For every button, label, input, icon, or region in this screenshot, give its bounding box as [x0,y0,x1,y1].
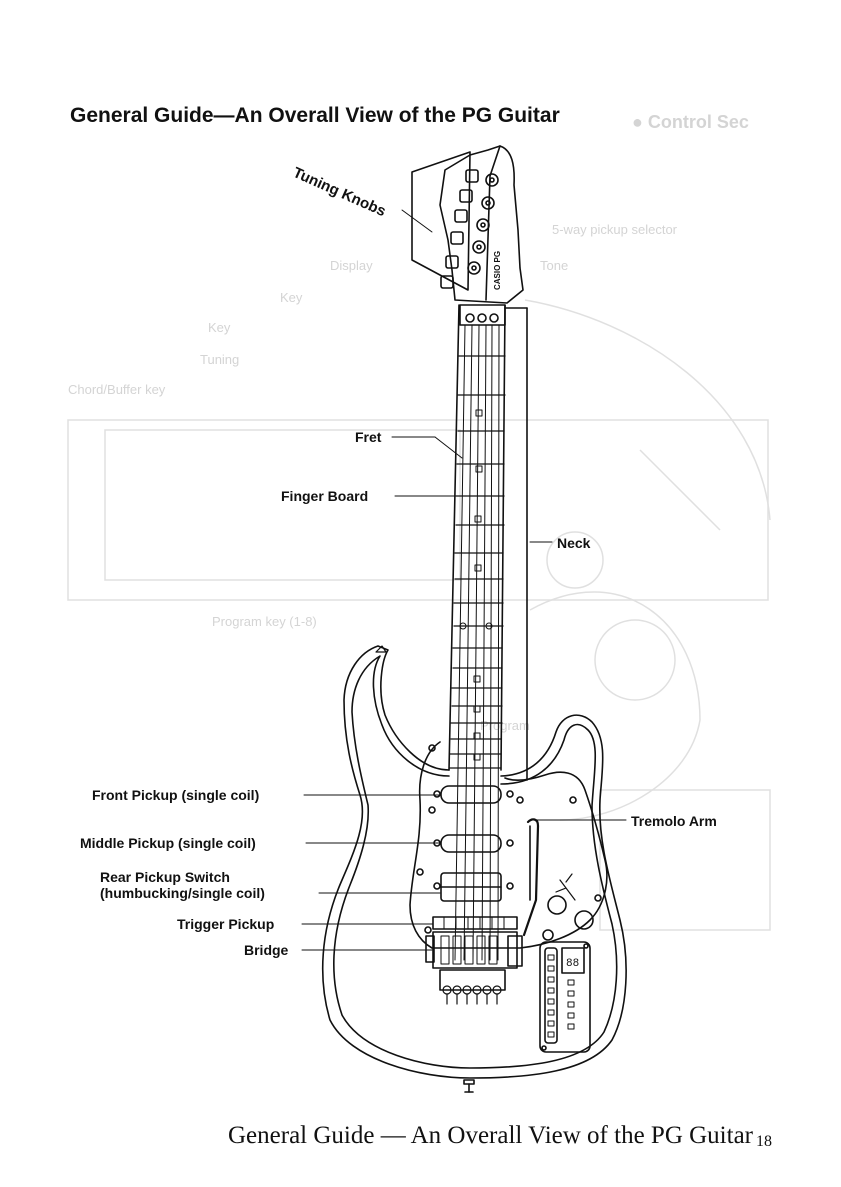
bleed-through-text: Tone [540,258,569,273]
label-rear-pickup-coil: (humbucking/single coil) [100,885,265,901]
svg-text:88: 88 [566,958,579,970]
tremolo-arm [522,818,540,937]
bleed-through-text: Key [280,290,303,305]
label-tuning-knobs: Tuning Knobs [290,164,388,220]
pickup-selector [555,873,576,901]
tone-knob [574,910,594,930]
label-middle-pickup: Middle Pickup (single coil) [80,835,256,851]
label-bridge: Bridge [244,942,289,958]
bleed-through-text: Tuning [200,352,240,367]
bleed-through-text: Program key (1-8) [212,614,317,629]
control-panel [539,941,591,1053]
label-front-pickup: Front Pickup (single coil) [92,787,260,803]
headstock [439,145,524,304]
volume-knob [547,895,567,915]
bleed-through-text: Program [480,718,530,733]
headstock-plate [411,151,471,291]
tuning-pegs [440,169,499,289]
bleed-through-text: ● Control Sec [632,112,749,132]
trigger-pickup [432,916,518,930]
label-finger-board: Finger Board [281,488,369,504]
headstock-brand: CASIO PG [493,251,502,290]
bleed-through-text: 5-way pickup selector [552,222,677,237]
bleed-through-text: Key [208,320,231,335]
guitar-outline: 88 [301,145,627,1093]
leader-lines [301,209,627,951]
fret-markers [459,409,493,761]
label-trigger-pickup: Trigger Pickup [177,916,275,932]
label-tremolo-arm: Tremolo Arm [631,813,717,829]
label-rear-pickup-switch: Rear Pickup Switch [100,869,230,885]
bleed-through-text: Display [330,258,373,273]
label-neck: Neck [557,535,591,551]
bridge [432,931,518,969]
front-pickup [440,785,502,804]
bleed-through-text: Chord/Buffer key [68,382,166,397]
page-number: 18 [756,1133,772,1150]
page-title: General Guide—An Overall View of the PG … [70,104,560,127]
footer-title: General Guide — An Overall View of the P… [228,1122,753,1149]
bleed-through-shapes [67,299,771,931]
frets [449,355,506,769]
middle-pickup [440,834,502,853]
label-fret: Fret [355,429,382,445]
pickguard [409,741,608,949]
guitar-body [321,645,627,1079]
